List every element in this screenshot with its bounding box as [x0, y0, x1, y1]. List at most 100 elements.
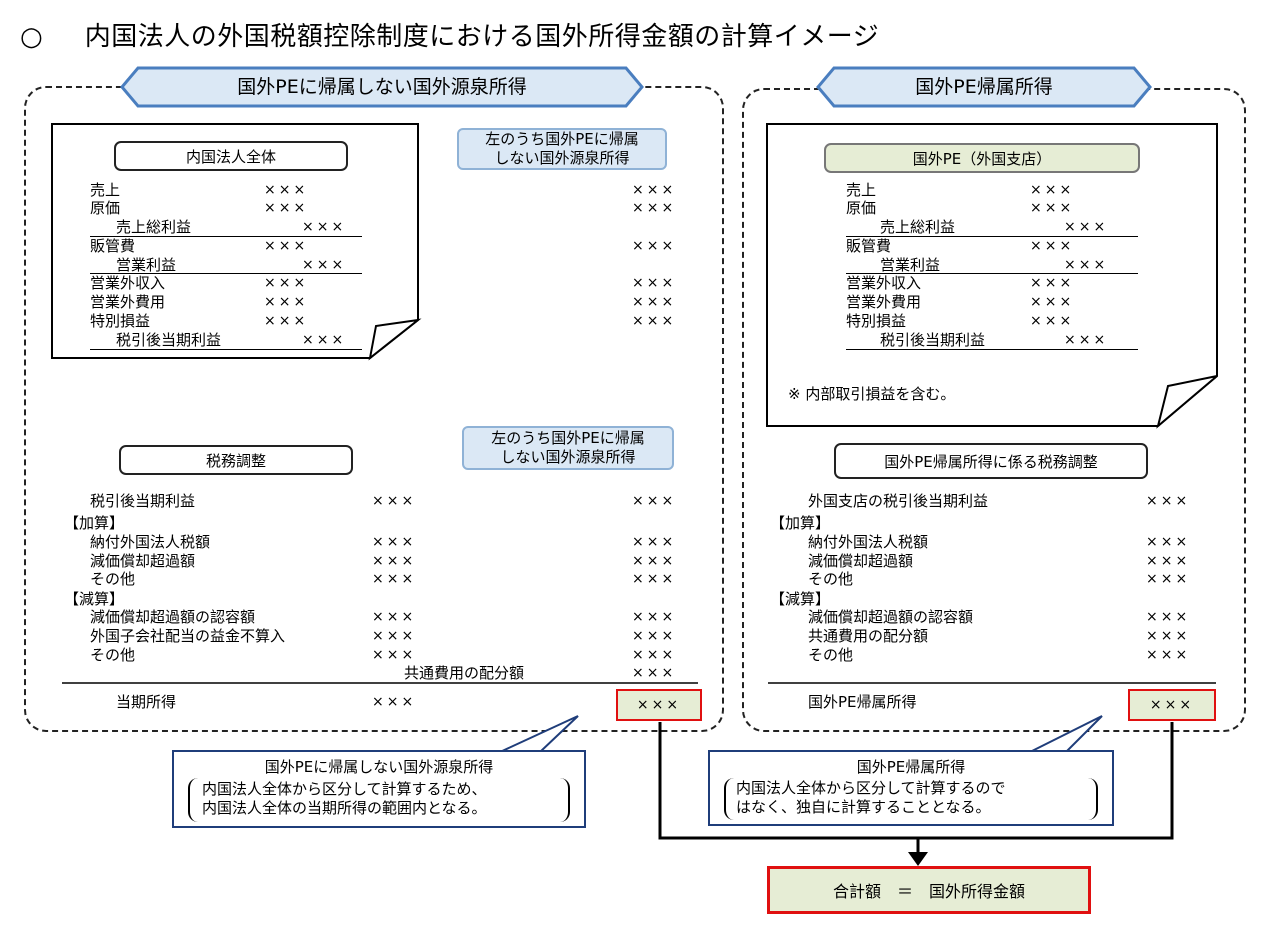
right-tax-add-item: 減価償却超過額: [808, 552, 914, 570]
right-pl-label-text: 国外PE（外国支店）: [912, 149, 1052, 168]
right-pl-row-label: 販管費: [846, 237, 892, 255]
left-pl-value: ×××: [302, 257, 347, 273]
left-pl-value: ×××: [264, 182, 309, 198]
left-tax-foreign-value: ×××: [632, 571, 677, 587]
right-total-highlight: ×××: [1128, 689, 1216, 721]
left-pl-label: 内国法人全体: [114, 141, 348, 171]
right-tax-value: ×××: [1146, 609, 1191, 625]
left-tax-value: ×××: [372, 493, 417, 509]
right-tax-sub-item: その他: [808, 646, 854, 664]
left-tax-note-line2: しない国外源泉所得: [500, 448, 636, 466]
left-tax-foreign-value: ×××: [632, 647, 677, 663]
left-pl-foreign-value: ×××: [632, 238, 677, 254]
right-tax-value: ×××: [1146, 493, 1191, 509]
left-pl-foreign-value: ×××: [632, 294, 677, 310]
left-tax-note-line1: 左のうち国外PEに帰属: [491, 429, 645, 447]
left-pl-value: ×××: [264, 313, 309, 329]
right-pl-value: ×××: [1030, 182, 1075, 198]
left-pl-foreign-value: ×××: [632, 200, 677, 216]
left-pl-value: ×××: [264, 238, 309, 254]
left-document-fold: [368, 318, 422, 361]
right-pl-value: ×××: [1030, 313, 1075, 329]
right-banner: 国外PE帰属所得: [834, 75, 1134, 99]
subtotal-underline: [90, 273, 362, 274]
left-tax-sub-item: 減価償却超過額の認容額: [90, 608, 256, 626]
right-callout: 国外PE帰属所得 内国法人全体から区分して計算するので はなく、独自に計算するこ…: [708, 750, 1114, 826]
right-tax-value: ×××: [1146, 628, 1191, 644]
left-tax-value: ×××: [372, 534, 417, 550]
right-banner-text: 国外PE帰属所得: [915, 76, 1053, 98]
left-pl-value: ×××: [302, 219, 347, 235]
left-tax-foreign-value: ×××: [632, 553, 677, 569]
right-pl-value: ×××: [1030, 200, 1075, 216]
right-pl-row-label: 売上: [846, 181, 877, 199]
left-pl-foreign-value: ×××: [632, 182, 677, 198]
left-callout-bracket: [188, 778, 570, 822]
left-total-value: ×××: [636, 697, 682, 713]
right-pl-value: ×××: [1064, 332, 1109, 348]
title-text: 内国法人の外国税額控除制度における国外所得金額の計算イメージ: [84, 22, 880, 52]
right-tax-value: ×××: [1146, 553, 1191, 569]
left-tax-add-item: 減価償却超過額: [90, 552, 196, 570]
right-bubble-tail: [1029, 715, 1103, 753]
right-pl-value: ×××: [1030, 275, 1075, 291]
left-callout-title: 国外PEに帰属しない国外源泉所得: [264, 758, 494, 776]
right-tax-value: ×××: [1146, 647, 1191, 663]
left-total-highlight: ×××: [616, 689, 702, 721]
left-banner-text: 国外PEに帰属しない国外源泉所得: [237, 76, 527, 98]
left-pl-foreign-value: ×××: [632, 313, 677, 329]
right-tax-sub-item: 共通費用の配分額: [808, 627, 929, 645]
circle-mark: ○: [20, 22, 44, 52]
right-callout-title: 国外PE帰属所得: [856, 758, 966, 776]
right-pl-row-label: 売上総利益: [880, 218, 956, 236]
left-tax-add-item: その他: [90, 570, 136, 588]
left-pl-note: 左のうち国外PEに帰属 しない国外源泉所得: [457, 128, 667, 170]
right-pl-row-label: 特別損益: [846, 312, 907, 330]
left-pl-label-text: 内国法人全体: [185, 147, 276, 166]
right-pl-value: ×××: [1064, 219, 1109, 235]
right-pl-value: ×××: [1030, 238, 1075, 254]
left-tax-total-label: 当期所得: [116, 693, 177, 711]
right-pl-row-label: 原価: [846, 199, 877, 217]
right-pl-label: 国外PE（外国支店）: [824, 143, 1140, 173]
right-pl-footnote: ※ 内部取引損益を含む。: [788, 385, 956, 403]
left-tax-foreign-value: ×××: [632, 665, 677, 681]
left-pl-row-label: 営業外収入: [90, 274, 166, 292]
left-tax-value: ×××: [372, 609, 417, 625]
right-banner-shape: [816, 66, 1152, 108]
right-tax-add-item: 納付外国法人税額: [808, 533, 929, 551]
subtotal-underline: [90, 236, 362, 237]
right-tax-add-item: その他: [808, 570, 854, 588]
left-pl-row-label: 営業利益: [116, 256, 177, 274]
left-tax-net: 税引後当期利益: [90, 492, 196, 510]
left-tax-note: 左のうち国外PEに帰属 しない国外源泉所得: [462, 426, 674, 470]
left-tax-sub-header: 【減算】: [64, 590, 125, 608]
result-box: 合計額 ＝ 国外所得金額: [767, 866, 1091, 914]
left-tax-foreign-value: ×××: [632, 534, 677, 550]
left-pl-row-label: 原価: [90, 199, 121, 217]
left-tax-value: ×××: [372, 694, 417, 710]
left-tax-value: ×××: [372, 628, 417, 644]
subtotal-underline: [846, 236, 1138, 237]
right-tax-sub-item: 減価償却超過額の認容額: [808, 608, 974, 626]
right-tax-value: ×××: [1146, 571, 1191, 587]
left-tax-label-text: 税務調整: [205, 451, 266, 470]
left-callout-line2: 内国法人全体の当期所得の範囲内となる。: [202, 799, 487, 817]
left-pl-value: ×××: [264, 200, 309, 216]
left-tax-value: ×××: [372, 553, 417, 569]
right-tax-label: 国外PE帰属所得に係る税務調整: [834, 443, 1148, 479]
left-tax-foreign-value: ×××: [632, 609, 677, 625]
left-pl-note-line2: しない国外源泉所得: [494, 149, 630, 167]
left-tax-value: ×××: [372, 647, 417, 663]
right-pl-value: ×××: [1064, 257, 1109, 273]
left-pl-value: ×××: [264, 275, 309, 291]
left-tax-value: ×××: [372, 571, 417, 587]
left-pl-row-label: 税引後当期利益: [116, 331, 222, 349]
right-callout-line1: 内国法人全体から区分して計算するので: [736, 779, 1006, 797]
right-tax-total-label: 国外PE帰属所得: [808, 693, 917, 711]
left-pl-row-label: 特別損益: [90, 312, 151, 330]
right-pl-value: ×××: [1030, 294, 1075, 310]
left-tax-add-item: 納付外国法人税額: [90, 533, 211, 551]
left-tax-label: 税務調整: [119, 445, 353, 475]
